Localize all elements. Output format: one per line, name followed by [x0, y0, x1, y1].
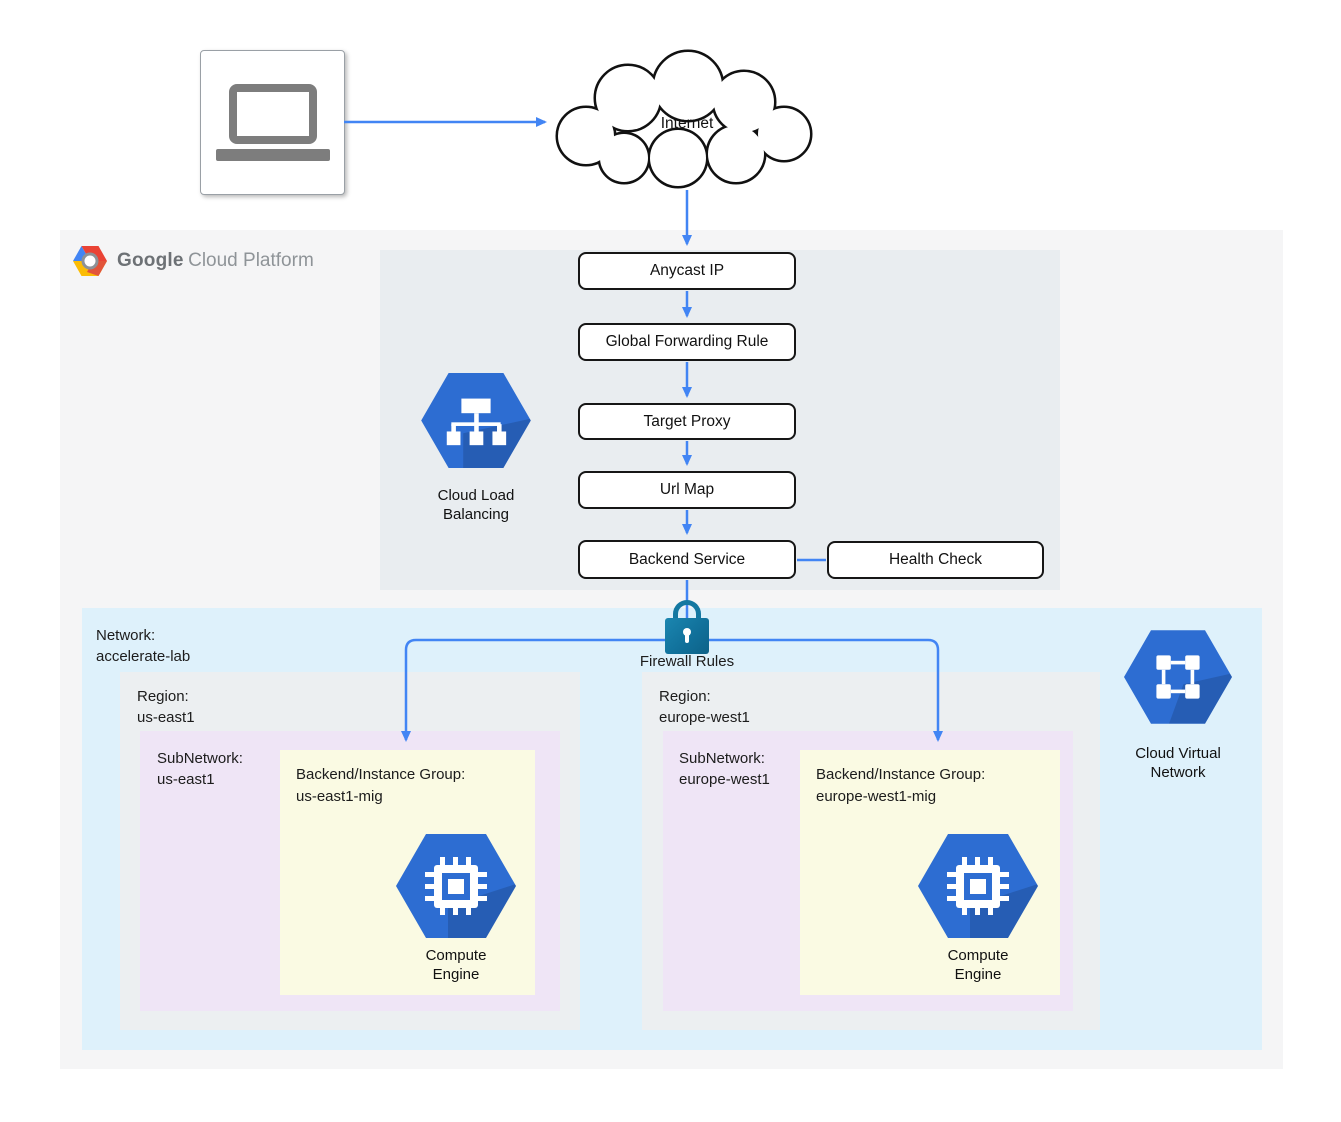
- node-global-forwarding-rule: Global Forwarding Rule: [578, 323, 796, 361]
- gcp-logo: Google Cloud Platform: [73, 246, 314, 276]
- cpu-chip-hexagon-icon: [918, 834, 1038, 938]
- network-label-title: Network:: [96, 627, 156, 644]
- subnetwork-name: us-east1: [157, 771, 215, 788]
- laptop-base-icon: [215, 149, 330, 161]
- subnetwork-eu-label: SubNetwork: europe-west1: [679, 748, 770, 790]
- instance-group-title: Backend/Instance Group:: [816, 766, 986, 783]
- compute-engine-us-label: Compute Engine: [425, 947, 487, 983]
- instance-group-name: us-east1-mig: [296, 788, 383, 805]
- subnetwork-name: europe-west1: [679, 771, 770, 788]
- network-label: Network: accelerate-lab: [96, 625, 190, 667]
- instance-group-us-label: Backend/Instance Group: us-east1-mig: [296, 764, 465, 808]
- instance-group-name: europe-west1-mig: [816, 788, 937, 805]
- internet-label: Internet: [661, 115, 714, 132]
- load-balancer-hexagon-icon: [421, 373, 531, 468]
- internet-cloud: Internet: [555, 49, 813, 189]
- compute-engine-eu-label: Compute Engine: [947, 947, 1009, 983]
- node-anycast-ip: Anycast IP: [578, 252, 796, 290]
- node-url-map: Url Map: [578, 471, 796, 509]
- region-us-label: Region: us-east1: [137, 686, 195, 728]
- region-eu-label: Region: europe-west1: [659, 686, 750, 728]
- load-balancing-label: Cloud Load Balancing: [437, 487, 515, 523]
- client-device-card: [200, 50, 345, 195]
- region-title: Region:: [659, 688, 711, 705]
- node-target-proxy: Target Proxy: [578, 403, 796, 440]
- subnetwork-title: SubNetwork:: [157, 750, 243, 767]
- network-label-name: accelerate-lab: [96, 648, 191, 665]
- keyhole-stem-icon: [685, 634, 689, 643]
- firewall-rules-label: Firewall Rules: [639, 653, 735, 670]
- cloud-virtual-network-label: Cloud Virtual Network: [1135, 745, 1221, 781]
- subnetwork-us-label: SubNetwork: us-east1: [157, 748, 243, 790]
- logo-text-google: Google: [117, 250, 184, 271]
- region-name: europe-west1: [659, 709, 750, 726]
- gcp-hexagon-logo-icon: [73, 246, 107, 276]
- logo-text-cloud-platform: Cloud Platform: [188, 250, 314, 271]
- instance-group-eu-label: Backend/Instance Group: europe-west1-mig: [816, 764, 985, 808]
- subnetwork-title: SubNetwork:: [679, 750, 765, 767]
- keyhole-icon: [683, 628, 691, 636]
- instance-group-title: Backend/Instance Group:: [296, 766, 466, 783]
- cpu-chip-hexagon-icon: [396, 834, 516, 938]
- network-nodes-hexagon-icon: [1124, 630, 1232, 724]
- node-health-check: Health Check: [827, 541, 1044, 579]
- region-name: us-east1: [137, 709, 195, 726]
- laptop-icon: [228, 84, 317, 144]
- region-title: Region:: [137, 688, 189, 705]
- node-backend-service: Backend Service: [578, 540, 796, 579]
